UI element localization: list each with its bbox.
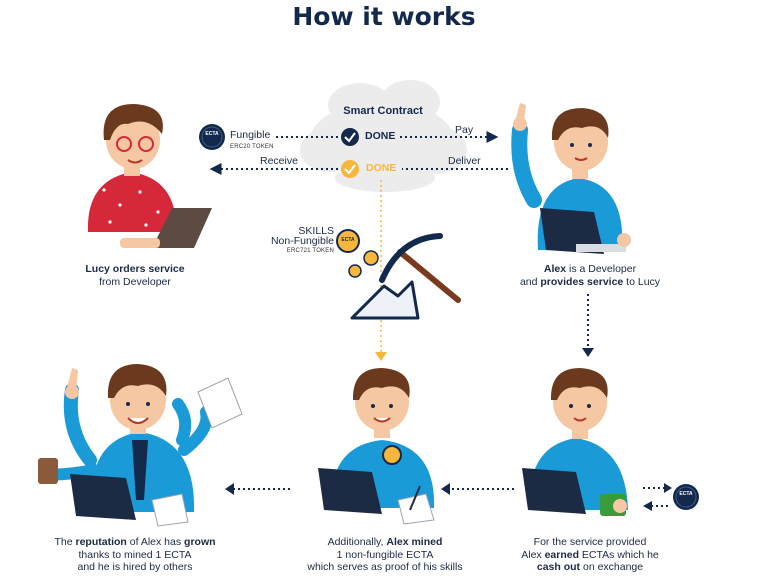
ecta-coin-text: ECTA (679, 491, 693, 497)
reputation-caption: The reputation of Alex has grown thanks … (54, 536, 216, 573)
check-icon (341, 128, 359, 146)
alex-mined-figure (318, 368, 435, 525)
done-status: DONE (365, 130, 396, 142)
fungible-sub-label: ERC20 TOKEN (230, 144, 274, 150)
alex-caption: Alex is a Developer and provides service… (519, 263, 661, 288)
lucy-figure (87, 104, 212, 248)
alex-reputation-figure (38, 364, 243, 527)
ecta-coin-icon (673, 484, 699, 510)
lucy-caption: Lucy orders service from Developer (60, 263, 210, 288)
lucy-caption-line2: from Developer (99, 275, 171, 288)
check-icon-gold (341, 160, 359, 178)
deliver-label: Deliver (448, 155, 481, 167)
ecta-coin-text: ECTA (205, 131, 219, 137)
mined-caption: Additionally, Alex mined 1 non-fungible … (307, 536, 463, 573)
nonfungible-label: Non-Fungible (270, 235, 334, 247)
alex-figure (511, 103, 631, 254)
fungible-label: Fungible (230, 129, 271, 141)
page-title: How it works (292, 2, 476, 31)
done-status-gold: DONE (366, 162, 397, 174)
skills-label: SKILLS (298, 225, 334, 237)
nonfungible-sub-label: ERC721 TOKEN (286, 248, 334, 254)
lucy-caption-line1: Lucy orders service (85, 263, 185, 275)
receive-label: Receive (260, 155, 298, 167)
alex-cash-figure (522, 368, 628, 516)
pay-label: Pay (455, 124, 474, 136)
ecta-coin-icon (199, 124, 225, 150)
gold-coin-text: ECTA (341, 237, 355, 243)
cashout-caption: For the service provided Alex earned ECT… (521, 536, 659, 573)
smart-contract-title: Smart Contract (343, 105, 423, 117)
mining-pickaxe-icon (350, 233, 461, 320)
gold-coin-icon (336, 229, 379, 278)
